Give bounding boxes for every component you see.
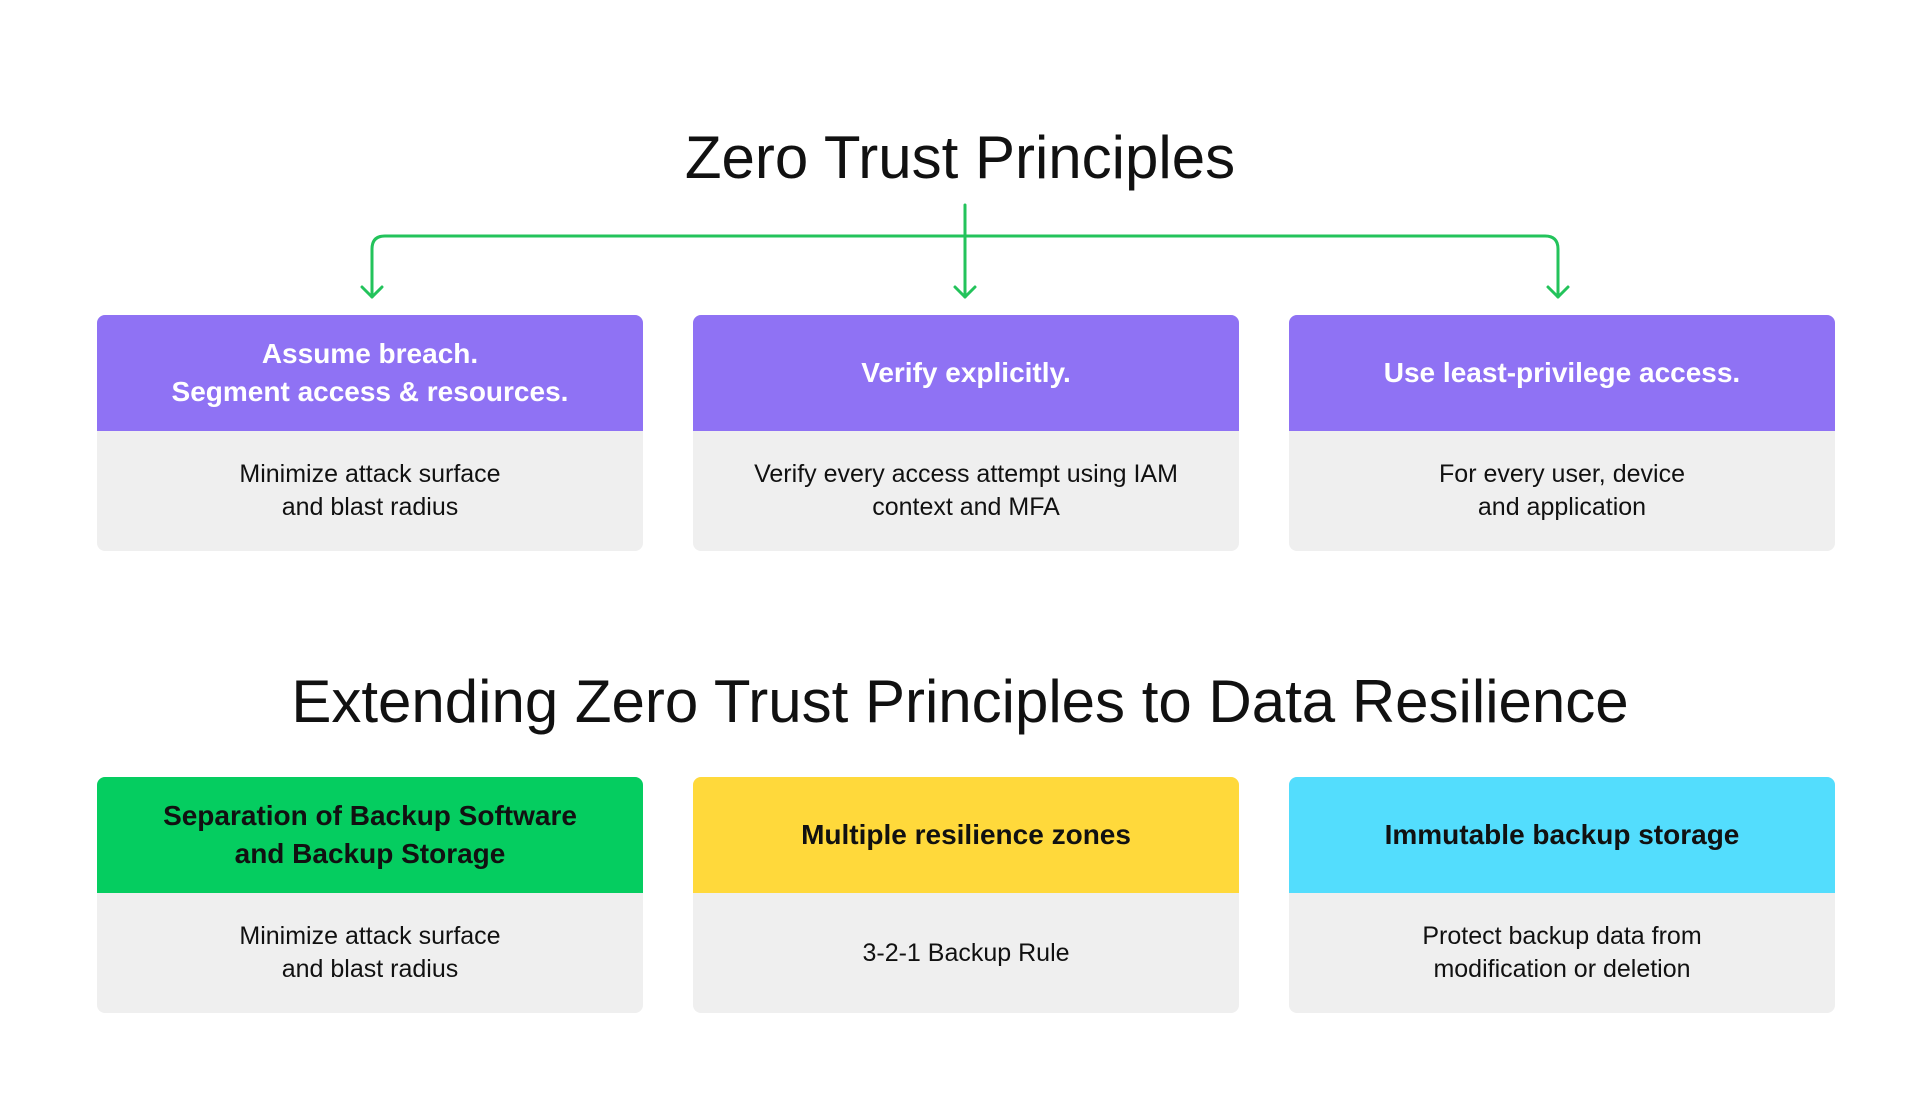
resilience-card-body: 3-2-1 Backup Rule <box>693 893 1239 1013</box>
resilience-card-zones: Multiple resilience zones 3-2-1 Backup R… <box>693 777 1239 1013</box>
resilience-description-text: Protect backup data from modification or… <box>1422 922 1702 983</box>
branch-connector <box>360 203 1570 299</box>
resilience-description-text: 3-2-1 Backup Rule <box>862 938 1070 967</box>
principle-card-verify-explicitly: Verify explicitly. Verify every access a… <box>693 315 1239 551</box>
resilience-heading-text: Immutable backup storage <box>1384 819 1740 850</box>
resilience-heading-text: Separation of Backup Software and Backup… <box>163 800 577 869</box>
resilience-card-heading: Multiple resilience zones <box>693 777 1239 893</box>
resilience-card-separation: Separation of Backup Software and Backup… <box>97 777 643 1013</box>
principle-heading-text: Assume breach. Segment access & resource… <box>171 338 569 407</box>
principle-description-text: Minimize attack surface and blast radius <box>239 460 501 521</box>
resilience-card-body: Minimize attack surface and blast radius <box>97 893 643 1013</box>
principle-card-assume-breach: Assume breach. Segment access & resource… <box>97 315 643 551</box>
principle-card-heading: Assume breach. Segment access & resource… <box>97 315 643 431</box>
principle-card-body: For every user, device and application <box>1289 431 1835 551</box>
principle-card-body: Verify every access attempt using IAM co… <box>693 431 1239 551</box>
resilience-card-heading: Separation of Backup Software and Backup… <box>97 777 643 893</box>
resilience-heading-text: Multiple resilience zones <box>801 819 1131 850</box>
principle-card-heading: Verify explicitly. <box>693 315 1239 431</box>
principle-card-heading: Use least-privilege access. <box>1289 315 1835 431</box>
principle-description-text: Verify every access attempt using IAM co… <box>754 460 1178 521</box>
principle-description-text: For every user, device and application <box>1439 460 1685 521</box>
arrowhead-left <box>360 285 384 299</box>
principle-card-least-privilege: Use least-privilege access. For every us… <box>1289 315 1835 551</box>
resilience-card-body: Protect backup data from modification or… <box>1289 893 1835 1013</box>
principle-heading-text: Use least-privilege access. <box>1383 357 1741 388</box>
principle-heading-text: Verify explicitly. <box>861 357 1071 388</box>
resilience-card-immutable: Immutable backup storage Protect backup … <box>1289 777 1835 1013</box>
principle-card-body: Minimize attack surface and blast radius <box>97 431 643 551</box>
resilience-card-heading: Immutable backup storage <box>1289 777 1835 893</box>
connector-branch <box>370 234 1560 299</box>
resilience-description-text: Minimize attack surface and blast radius <box>239 922 501 983</box>
arrowhead-center <box>953 285 977 299</box>
diagram-title-zero-trust: Zero Trust Principles <box>684 124 1236 191</box>
diagram-title-data-resilience: Extending Zero Trust Principles to Data … <box>291 668 1629 735</box>
arrowhead-right <box>1546 285 1570 299</box>
